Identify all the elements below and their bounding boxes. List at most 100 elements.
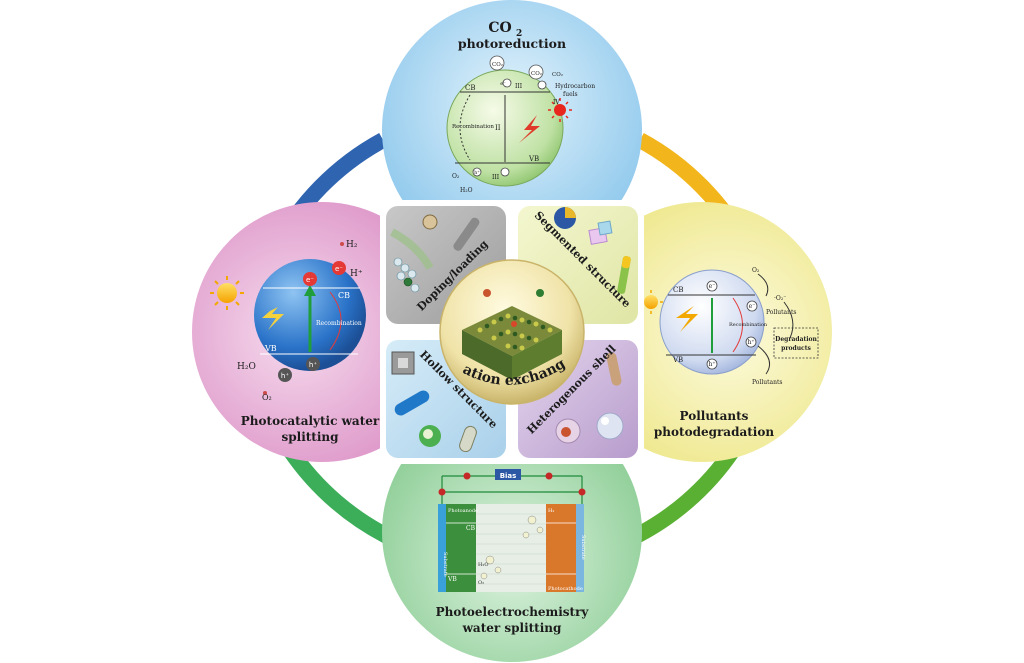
janus-sphere-cap-icon (565, 207, 576, 218)
right-vb-label: VB (672, 356, 683, 364)
co2-h-label: h⁺ (474, 170, 480, 176)
left-title-line2: splitting (281, 430, 339, 444)
left-recombination-path (329, 291, 342, 351)
left-h-label-a: h⁺ (281, 372, 289, 380)
sphere-cluster-icon (393, 257, 420, 293)
left-o2-bubble (263, 391, 267, 395)
co2-label-a: CO₂ (492, 62, 503, 68)
pec-electron-1 (438, 488, 446, 496)
pec-electrolyte-hatching (476, 513, 546, 585)
left-excitation-arrowhead (304, 285, 316, 296)
right-hole-a (706, 358, 718, 370)
hollow-capsule-icon (459, 425, 477, 453)
pec-bubble-2 (494, 566, 502, 574)
pec-bubble-1 (485, 555, 495, 565)
co2-iv-label: IV (553, 99, 560, 106)
pec-photoanode-label: Photoanode (448, 508, 478, 514)
right-title-line1: Pollutants (680, 409, 749, 423)
pec-substrate-left (438, 504, 446, 592)
left-lightning-icon (262, 307, 284, 330)
left-cb-label: CB (338, 291, 350, 300)
segmented-rod-tip-icon (621, 256, 631, 269)
co2-title-main: CO (488, 20, 511, 36)
right-recombination-label: Recombination (729, 322, 768, 328)
co2-title-line2: photoreduction (458, 36, 566, 51)
co2-bubble-b (528, 64, 544, 80)
nanosheet-icon (390, 228, 434, 271)
right-pollutants-top-label: Pollutants (766, 309, 796, 316)
right-o2-radical-label: ·O₂⁻ (774, 295, 786, 302)
pec-electrolyte (476, 504, 546, 592)
left-electron-b (332, 261, 346, 275)
right-o2-label: O₂ (752, 267, 760, 274)
right-cb-label: CB (673, 286, 684, 294)
pec-photocathode-label: Photocathode (548, 586, 583, 592)
left-h2-bubble (340, 242, 344, 246)
segmented-icons (554, 207, 631, 294)
left-recombination-label: Recombination (316, 320, 362, 327)
co2-hole-b (500, 167, 510, 177)
co2-bubble-a (489, 55, 505, 71)
center-ion-green (536, 289, 544, 297)
co2-title-sub: 2 (516, 29, 522, 39)
co2-e-label: e⁻ (500, 81, 506, 87)
right-electron-a (706, 280, 718, 292)
ring-bottom-left (283, 445, 399, 548)
pec-bubble-3 (480, 572, 488, 580)
pec-o2-label: O₂ (478, 580, 484, 586)
right-degradation-line2: products (781, 345, 811, 352)
left-h2-label: H₂ (346, 240, 358, 250)
right-hole-b (745, 336, 757, 348)
pec-substrate-left-label: Substrate (442, 552, 448, 577)
pec-photocathode (546, 504, 576, 592)
center-ion-red (483, 289, 491, 297)
pec-cb-label: CB (466, 525, 476, 532)
pec-h2o-label: H₂O (478, 562, 488, 568)
right-title-line2: photodegradation (654, 425, 774, 439)
right-o2-arrow (757, 273, 769, 297)
right-degradation-line1: Degradation (775, 336, 817, 343)
co2-hole-a (472, 167, 482, 177)
co2-panel: CO 2 photoreduction CO₂ CO₂ CO₂ Hydrocar… (446, 20, 595, 194)
pec-bubble-5 (536, 526, 544, 534)
left-h-label-b: h⁺ (309, 361, 317, 369)
right-recombination-path (732, 297, 743, 353)
photodegradation-panel: e⁻ e⁻ h⁺ h⁺ CB VB Recombination O₂ ·O₂⁻ … (639, 267, 819, 439)
co2-electron-b (537, 80, 547, 90)
co2-sun-icon (554, 104, 566, 116)
pec-substrate-right-label: Substrate (580, 535, 586, 560)
pec-electron-2 (463, 472, 471, 480)
segmented-cube-b-icon (597, 220, 613, 236)
hollow-tube-icon (394, 390, 430, 416)
pec-bubble-4 (527, 515, 537, 525)
pec-electron-4 (578, 488, 586, 496)
co2-ii-label: II (495, 124, 501, 132)
co2-label-c: CO₂ (552, 72, 563, 78)
left-e-label-a: e⁻ (306, 276, 314, 284)
right-pollutants-bot-label: Pollutants (752, 379, 782, 386)
right-lightning-icon (676, 306, 698, 332)
shell-rod-icon (606, 352, 622, 386)
left-hplus-label: H⁺ (350, 269, 363, 279)
pec-electron-3 (545, 472, 553, 480)
shell-bubble-icon (596, 412, 624, 440)
co2-iii-bot-label: III (492, 174, 500, 181)
doped-particle-icon (422, 214, 438, 230)
nanorod-icon (453, 217, 480, 251)
right-electron-b (746, 300, 758, 312)
water-splitting-panel: e⁻ e⁻ h⁺ h⁺ H₂ H⁺ CB VB Recombination H₂… (210, 240, 380, 444)
co2-cb-label: CB (465, 84, 476, 92)
left-electron-a (303, 272, 317, 286)
shell-icons (555, 352, 624, 444)
co2-sun-rays-icon (548, 98, 572, 122)
co2-hydrocarbon-line1: Hydrocarbon (555, 83, 595, 90)
shell-core-icon (561, 427, 571, 437)
pec-title-line1: Photoelectrochemistry (436, 605, 590, 619)
co2-h2o-label: H₂O (460, 187, 473, 194)
left-sun-icon (210, 276, 244, 310)
left-hole-a (278, 368, 292, 382)
pec-vb-label: VB (447, 576, 457, 583)
pec-substrate-right (576, 504, 584, 592)
